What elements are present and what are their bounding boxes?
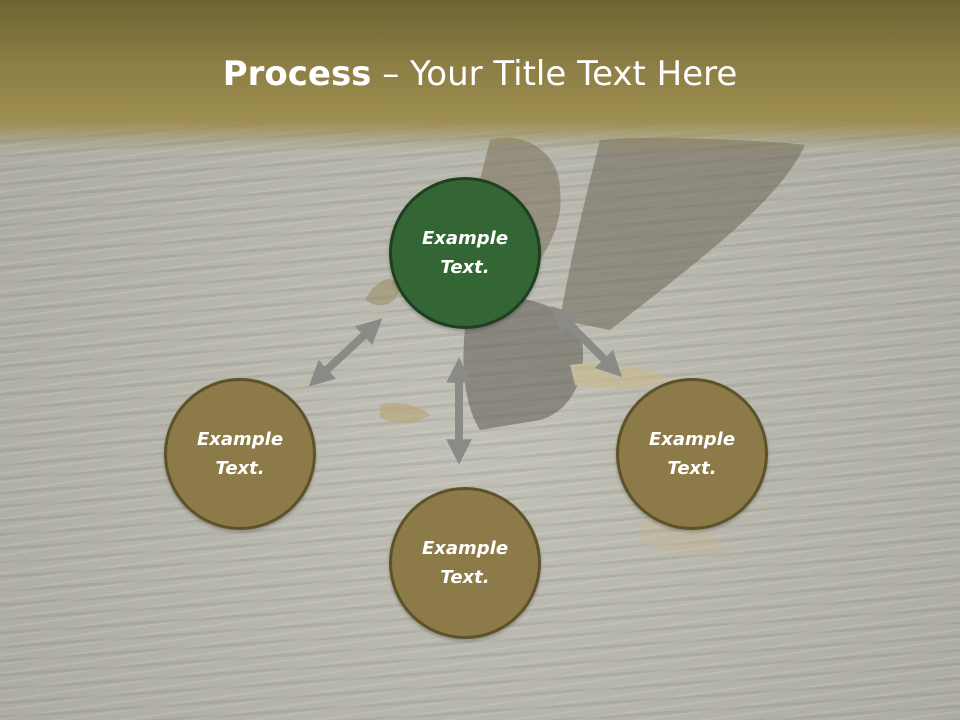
title-strong: Process — [222, 54, 372, 94]
arrow-top-right — [550, 305, 623, 378]
node-right[interactable]: Example Text. — [616, 378, 768, 530]
title-rest: – Your Title Text Here — [371, 54, 738, 94]
node-right-label: Example Text. — [648, 429, 736, 479]
node-top[interactable]: Example Text. — [389, 177, 541, 329]
node-left[interactable]: Example Text. — [164, 378, 316, 530]
node-top-label: Example Text. — [421, 228, 509, 278]
node-bottom[interactable]: Example Text. — [389, 487, 541, 639]
arrow-top-left — [308, 318, 383, 387]
slide-title: Process – Your Title Text Here — [0, 52, 960, 96]
header-band — [0, 0, 960, 150]
node-bottom-label: Example Text. — [421, 538, 509, 588]
node-left-label: Example Text. — [196, 429, 284, 479]
